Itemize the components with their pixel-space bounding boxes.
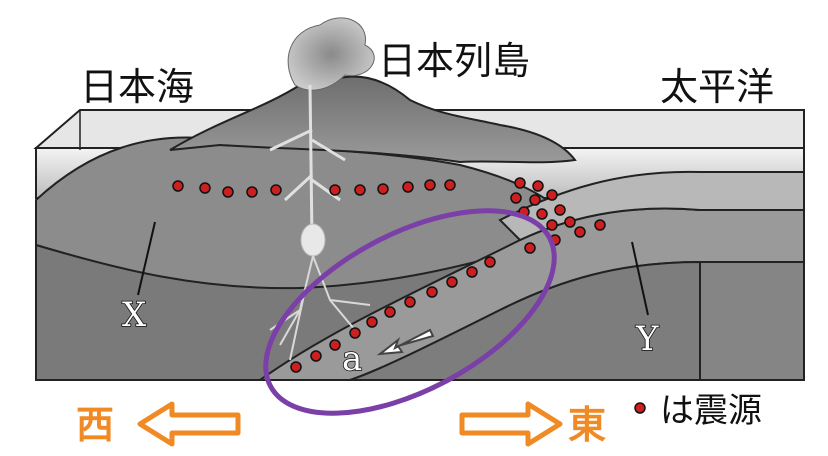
epicenter-legend-label: は震源 bbox=[660, 391, 762, 431]
subduction-zone-highlight bbox=[263, 208, 557, 416]
magma-chamber bbox=[300, 223, 326, 257]
arrow-a-label: a bbox=[342, 339, 362, 379]
epicenter-dots-slab bbox=[290, 219, 606, 373]
plate-motion-arrow bbox=[376, 328, 435, 356]
plate-y-label: Y bbox=[635, 319, 659, 359]
volcano-smoke bbox=[287, 17, 375, 91]
epicenter-legend-dot bbox=[634, 402, 646, 414]
magma-roots bbox=[269, 255, 371, 361]
magma-conduit bbox=[269, 84, 346, 241]
east-arrow-icon bbox=[459, 401, 563, 447]
mantle-right bbox=[699, 261, 805, 381]
epicenter-dots-shallow bbox=[172, 179, 456, 198]
pacific-ocean-label: 太平洋 bbox=[660, 65, 774, 109]
label-x-leader bbox=[137, 221, 156, 296]
east-label: 東 bbox=[568, 403, 606, 447]
west-arrow-icon bbox=[137, 401, 241, 447]
japan-islands-label: 日本列島 bbox=[378, 39, 530, 83]
west-label: 西 bbox=[76, 403, 114, 447]
plate-x-label: X bbox=[122, 295, 147, 335]
sea-of-japan-label: 日本海 bbox=[80, 65, 194, 109]
epicenter-dots-cluster bbox=[510, 177, 576, 231]
label-y-leader bbox=[631, 241, 649, 316]
